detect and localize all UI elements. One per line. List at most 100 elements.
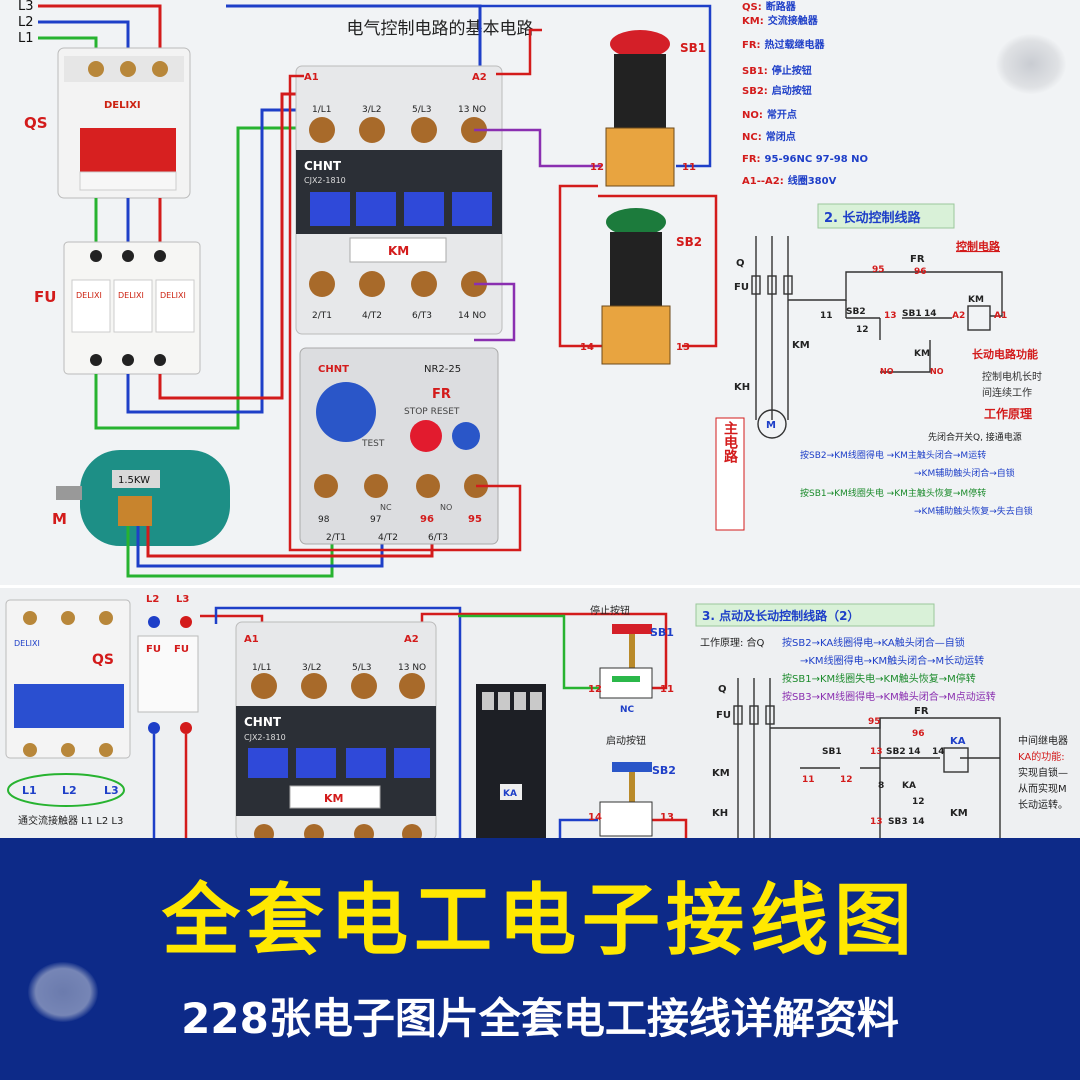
main-circuit-label: 主电路 [722, 420, 738, 463]
relay-ka: KA [476, 684, 546, 840]
node-label: 12 [912, 797, 925, 807]
middle-wires [152, 606, 688, 840]
sb2-label: SB2 [886, 747, 906, 757]
m-label: M [766, 420, 776, 431]
kh-label: KH [734, 382, 750, 393]
km-label: KM [792, 340, 810, 351]
coil-a1: A1 [304, 72, 319, 83]
principle-title: 工作原理 [984, 406, 1032, 421]
middle-wiring-panel: DELIXI QS L1 L2 L3 通交流接触器 L1 L2 L3 L2 L3… [0, 588, 1080, 840]
banner-subtitle: 228张电子图片全套电工接线详解资料 [181, 994, 899, 1043]
km-coil-label: KM [950, 808, 968, 819]
principle-line: 先闭合开关Q, 接通电源 [928, 431, 1022, 443]
supply-l3-label: L3 [18, 0, 34, 14]
no-label: NO [930, 367, 944, 376]
note-line: 中间继电器 [1018, 734, 1068, 747]
contactor-brand: CHNT [304, 159, 342, 173]
relay-terminal: 95 [468, 514, 482, 525]
watermark-logo [28, 962, 98, 1022]
reset-button [452, 422, 480, 450]
contactor-model: CJX2-1810 [304, 176, 346, 185]
km-label: KM [388, 244, 409, 258]
node-label: A1 [994, 311, 1007, 321]
sb1-label: SB1 [680, 41, 706, 55]
node-label: 12 [840, 775, 853, 785]
fuse-pair: L2 L3 FU FU [137, 594, 199, 734]
node-label: A2 [952, 311, 965, 321]
sb1-label: SB1 [650, 626, 674, 639]
coil-a2: A2 [472, 72, 487, 83]
contactor-km: CHNT CJX2-1810 KM A1 A2 1/L1 3/L2 5/L3 1… [295, 65, 503, 335]
watermark-logo [996, 34, 1066, 94]
node-label: 14 [924, 309, 937, 319]
km-coil-label: KM [968, 295, 984, 305]
top-wiring-diagram: 电气控制电路的基本电路 L3 L2 L1 DELIXI QS DELIXI DE… [18, 0, 1042, 578]
relay-terminal: 4/T2 [378, 533, 398, 543]
schematic-jog-long-run: 3. 点动及长动控制线路（2） 工作原理: 合Q 按SB2→KA线圈得电→KA触… [695, 603, 1068, 840]
breaker-fuse-wires [94, 198, 162, 248]
breaker-caption: 通交流接触器 L1 L2 L3 [18, 814, 123, 827]
sb2-label: SB2 [846, 307, 866, 317]
motor-m: 1.5KW [56, 450, 230, 546]
sb1-label: SB1 [902, 309, 922, 319]
principle-line: →KM辅助触头闭合→自锁 [914, 467, 1015, 479]
contact-window [356, 192, 396, 226]
relay-terminal: 97 [370, 515, 381, 525]
principle-line: 按SB2→KM线圈得电 →KM主触头闭合→M运转 [800, 449, 986, 461]
fuse-block-fu: DELIXI DELIXI DELIXI [63, 241, 201, 375]
node-label: 11 [820, 311, 833, 321]
node-label: 8 [878, 781, 884, 791]
relay-terminal: 96 [420, 514, 434, 525]
sb2-terminal: 14 [588, 812, 602, 823]
phase-label: L1 [22, 784, 37, 797]
banner-title: 全套电工电子接线图 [161, 876, 918, 966]
sb1-terminal: 12 [590, 162, 604, 173]
fu-label: FU [734, 282, 749, 293]
sb1-terminal: 12 [588, 684, 602, 695]
qs-label: QS [24, 114, 48, 132]
ka-contact-label: KA [902, 781, 916, 791]
contactor-brand: CHNT [244, 715, 282, 729]
relay-brand: CHNT [318, 364, 349, 375]
start-title: 启动按钮 [606, 734, 646, 747]
principle-line: 按SB1→KM线圈失电→KM触头恢复→M停转 [782, 672, 976, 685]
control-wires [226, 4, 718, 552]
fuse-brand: DELIXI [76, 291, 102, 300]
principle-line: 按SB1→KM线圈失电 →KM主触头恢复→M停转 [800, 487, 986, 499]
function-desc: 间连续工作 [982, 386, 1032, 399]
sb1-label: SB1 [822, 747, 842, 757]
sb1-state: NC [620, 705, 635, 715]
phase-label: L2 [62, 784, 77, 797]
terminal-label: 6/T3 [412, 311, 432, 321]
sb2-label: SB2 [676, 235, 702, 249]
breaker-qs: DELIXI [57, 47, 191, 199]
terminal-label: 14 NO [458, 311, 486, 321]
terminal-label: 1/L1 [312, 105, 332, 115]
qs-label: QS [92, 652, 114, 668]
promo-banner [0, 838, 1080, 1080]
svg-text:FR:95-96NC 97-98 NO: FR:95-96NC 97-98 NO [742, 154, 868, 165]
legend: QS:断路器 KM:交流接触器 FR:热过载继电器 SB1:停止按钮 SB2:启… [742, 0, 868, 187]
fuse-brand: DELIXI [160, 291, 186, 300]
control-circuit-label: 控制电路 [956, 239, 1001, 253]
start-pushbutton-sb2: SB2 14 13 [580, 208, 702, 365]
node-label: 95 [868, 717, 881, 727]
sb1-terminal: 11 [660, 684, 674, 695]
note-line: 长动运转。 [1018, 798, 1068, 811]
supply-l2-label: L2 [18, 15, 34, 30]
terminal-label: 13 NO [458, 105, 486, 115]
terminal-screw [88, 61, 104, 77]
node-label: 13 [870, 747, 883, 757]
sb1-terminal: 11 [682, 162, 696, 173]
top-wiring-panel: 电气控制电路的基本电路 L3 L2 L1 DELIXI QS DELIXI DE… [0, 0, 1080, 585]
fu-label: FU [34, 288, 56, 306]
contact-window [404, 192, 444, 226]
sb2-terminal: 14 [580, 342, 594, 353]
stop-title: 停止按钮 [590, 604, 630, 617]
fr-label: FR [432, 387, 451, 402]
terminal-label: 5/L3 [352, 663, 372, 673]
breaker-brand: DELIXI [14, 639, 40, 648]
thermal-relay-fr: CHNT NR2-25 FR STOP RESET TEST NC NO 98 … [299, 347, 499, 545]
top-title: 电气控制电路的基本电路 [347, 19, 534, 39]
svg-text:NC:常闭点: NC:常闭点 [742, 130, 796, 143]
